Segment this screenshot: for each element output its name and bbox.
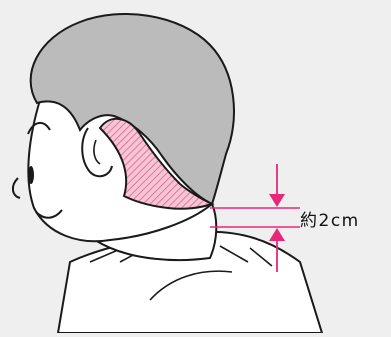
nose (13, 178, 20, 198)
measure-arrow-top-head (269, 194, 285, 207)
measurement-label: 約2cm (300, 206, 360, 231)
eye (28, 166, 34, 184)
